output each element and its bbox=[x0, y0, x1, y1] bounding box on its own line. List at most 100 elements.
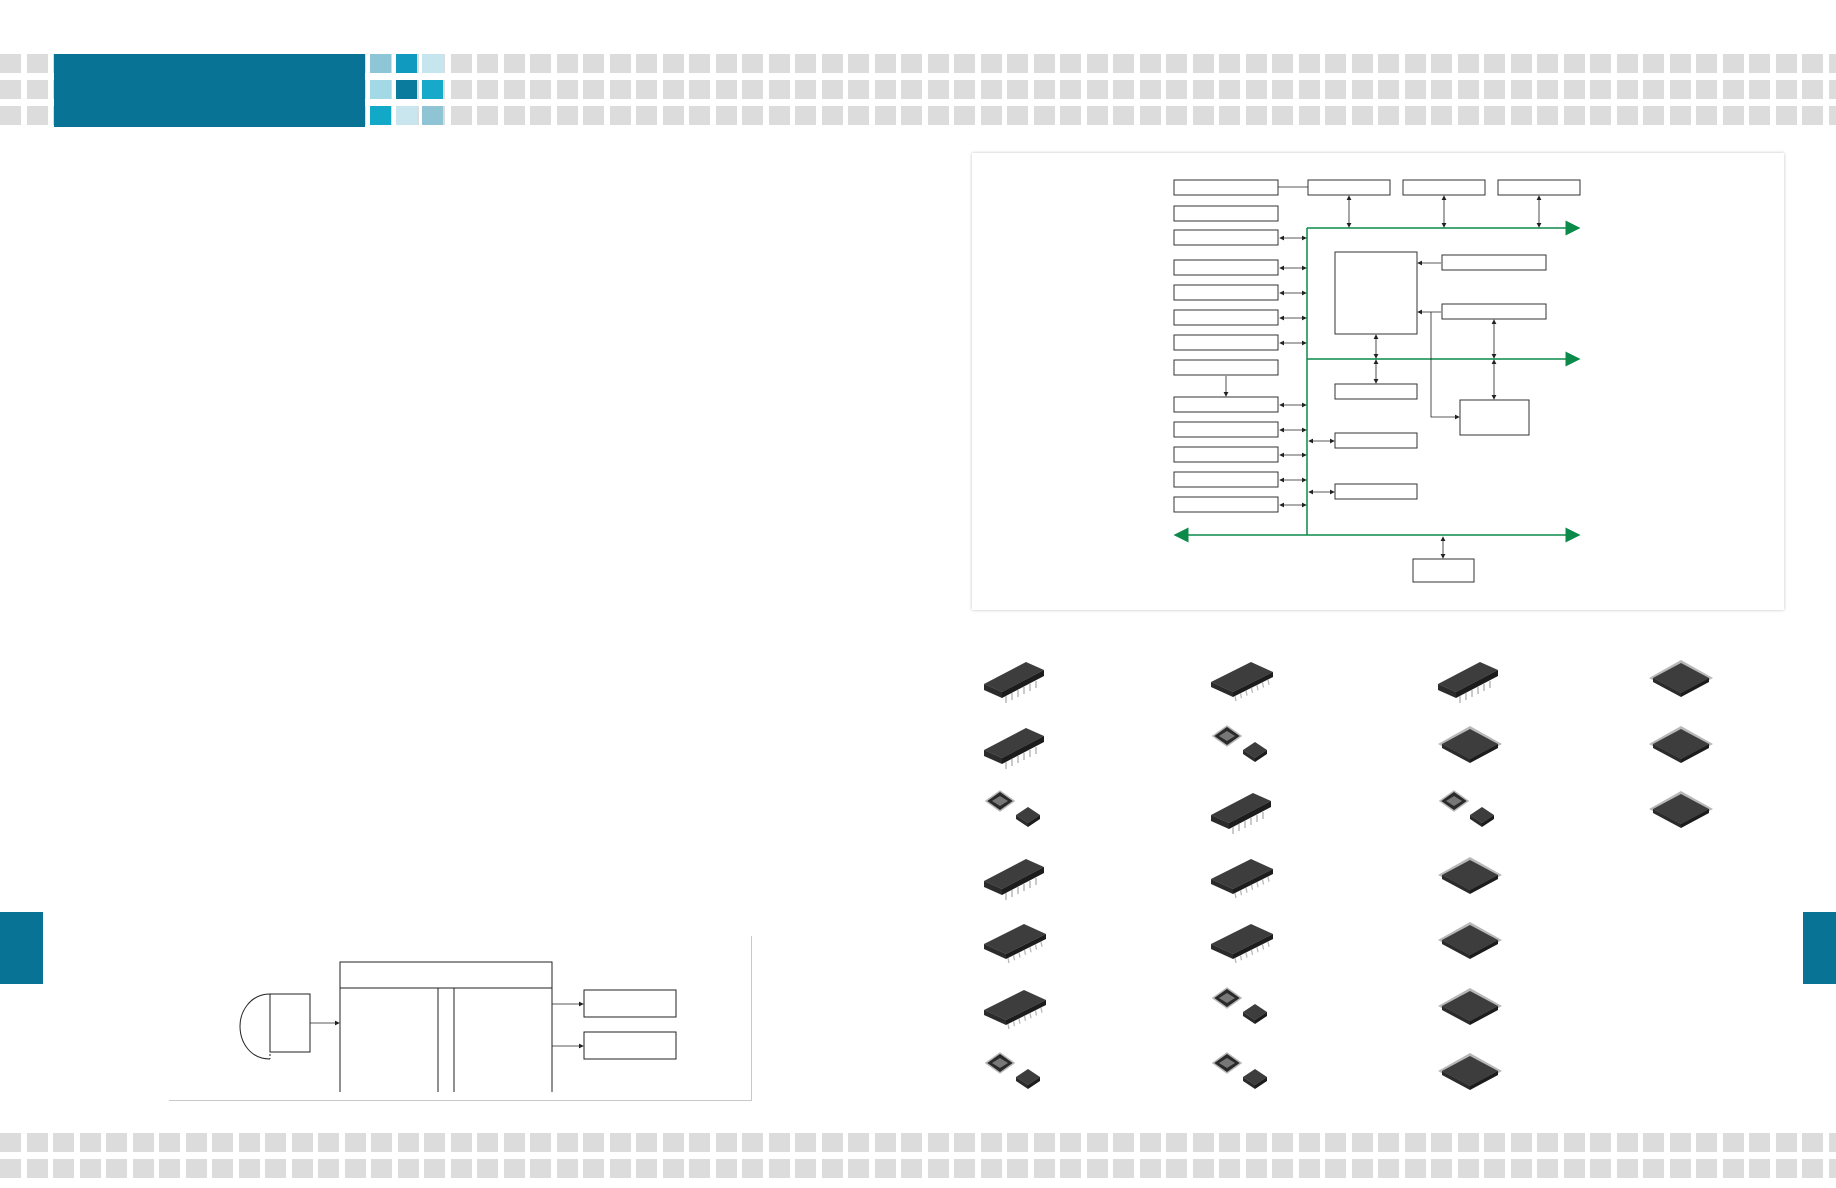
sensor-diagram bbox=[239, 961, 677, 1092]
pattern-tile bbox=[503, 54, 525, 73]
pattern-tile bbox=[1484, 54, 1505, 73]
pattern-tile bbox=[689, 1133, 710, 1152]
pattern-tile bbox=[1378, 1133, 1399, 1152]
pattern-tile bbox=[1457, 1159, 1479, 1178]
pattern-tile bbox=[1272, 54, 1293, 73]
pattern-tile bbox=[1298, 1133, 1320, 1152]
dip-16-icon bbox=[978, 853, 1054, 901]
pattern-tile bbox=[1563, 1159, 1585, 1178]
sensor-element-block bbox=[269, 993, 311, 1053]
pattern-tile bbox=[954, 80, 975, 99]
pattern-tile bbox=[132, 1133, 154, 1152]
pattern-tile bbox=[1802, 1133, 1823, 1152]
pattern-tile bbox=[503, 1133, 525, 1152]
pattern-tile bbox=[768, 106, 790, 125]
pattern-tile bbox=[1775, 54, 1797, 73]
pattern-tile bbox=[901, 106, 922, 125]
accent-tile bbox=[396, 106, 417, 125]
pattern-tile bbox=[1086, 106, 1108, 125]
pattern-tile bbox=[1166, 1159, 1187, 1178]
accent-tile bbox=[370, 54, 391, 73]
pattern-tile bbox=[477, 1159, 498, 1178]
pattern-tile bbox=[1696, 106, 1717, 125]
pattern-tile bbox=[1775, 80, 1797, 99]
left-block-5 bbox=[1173, 284, 1279, 301]
pattern-tile bbox=[530, 54, 551, 73]
pattern-tile bbox=[583, 1133, 604, 1152]
pattern-tile bbox=[1457, 1133, 1479, 1152]
pattern-tile bbox=[1060, 80, 1081, 99]
pattern-tile bbox=[980, 1133, 1002, 1152]
sop-20-icon bbox=[978, 984, 1054, 1032]
pattern-tile bbox=[715, 54, 737, 73]
pattern-tile bbox=[901, 1133, 922, 1152]
accent-tile bbox=[396, 54, 417, 73]
pattern-tile bbox=[1616, 54, 1638, 73]
pattern-tile bbox=[0, 1133, 21, 1152]
pattern-tile bbox=[583, 54, 604, 73]
qfn-c-icon bbox=[1205, 984, 1281, 1032]
pattern-tile bbox=[1828, 106, 1836, 125]
periph-block-1 bbox=[1334, 432, 1418, 449]
pattern-tile bbox=[1696, 80, 1717, 99]
pattern-tile bbox=[980, 1159, 1002, 1178]
pattern-tile bbox=[1722, 1133, 1744, 1152]
pattern-tile bbox=[26, 80, 48, 99]
pattern-tile bbox=[1696, 1159, 1717, 1178]
pattern-tile bbox=[927, 106, 949, 125]
pattern-tile bbox=[795, 1159, 816, 1178]
pattern-tile bbox=[583, 1159, 604, 1178]
pattern-tile bbox=[1669, 80, 1691, 99]
lqfp-48-icon bbox=[1432, 918, 1508, 966]
left-block-7 bbox=[1173, 334, 1279, 351]
pattern-tile bbox=[1298, 106, 1320, 125]
pattern-tile bbox=[1033, 80, 1055, 99]
pattern-tile bbox=[1457, 80, 1479, 99]
pattern-tile bbox=[344, 1159, 366, 1178]
pattern-tile bbox=[424, 1159, 445, 1178]
bottom-tile-pattern bbox=[0, 1133, 1836, 1188]
pattern-tile bbox=[1060, 1159, 1081, 1178]
pattern-tile bbox=[609, 54, 631, 73]
pattern-tile bbox=[1643, 1133, 1664, 1152]
pattern-tile bbox=[980, 54, 1002, 73]
pattern-tile bbox=[1749, 106, 1770, 125]
pattern-tile bbox=[1537, 1159, 1558, 1178]
pattern-tile bbox=[1139, 1133, 1161, 1152]
pattern-tile bbox=[980, 106, 1002, 125]
pattern-tile bbox=[1722, 1159, 1744, 1178]
pattern-tile bbox=[768, 80, 790, 99]
pattern-tile bbox=[530, 106, 551, 125]
pattern-tile bbox=[1139, 106, 1161, 125]
pattern-tile bbox=[1696, 1133, 1717, 1152]
pattern-tile bbox=[1669, 106, 1691, 125]
pattern-tile bbox=[1616, 80, 1638, 99]
pattern-tile bbox=[1590, 106, 1611, 125]
pattern-tile bbox=[1113, 54, 1134, 73]
pattern-tile bbox=[0, 106, 21, 125]
pattern-tile bbox=[1404, 1133, 1426, 1152]
pattern-tile bbox=[26, 1159, 48, 1178]
sensor-diagram-frame bbox=[169, 936, 752, 1101]
pattern-tile bbox=[874, 1133, 896, 1152]
pattern-tile bbox=[742, 1133, 763, 1152]
pattern-tile bbox=[1325, 1133, 1346, 1152]
pattern-tile bbox=[1590, 80, 1611, 99]
pattern-tile bbox=[689, 80, 710, 99]
pattern-tile bbox=[1245, 1133, 1267, 1152]
left-block-3 bbox=[1173, 229, 1279, 246]
pattern-tile bbox=[53, 1133, 74, 1152]
pattern-tile bbox=[1484, 1159, 1505, 1178]
pattern-tile bbox=[848, 1159, 869, 1178]
pattern-tile bbox=[1431, 1133, 1452, 1152]
pattern-tile bbox=[1298, 1159, 1320, 1178]
pattern-tile bbox=[1166, 106, 1187, 125]
pattern-tile bbox=[1351, 1159, 1373, 1178]
pattern-tile bbox=[1643, 80, 1664, 99]
pattern-tile bbox=[1351, 54, 1373, 73]
pattern-tile bbox=[397, 1133, 419, 1152]
pattern-tile bbox=[1113, 106, 1134, 125]
pattern-tile bbox=[1060, 54, 1081, 73]
pattern-tile bbox=[1007, 1159, 1028, 1178]
pattern-tile bbox=[1722, 54, 1744, 73]
